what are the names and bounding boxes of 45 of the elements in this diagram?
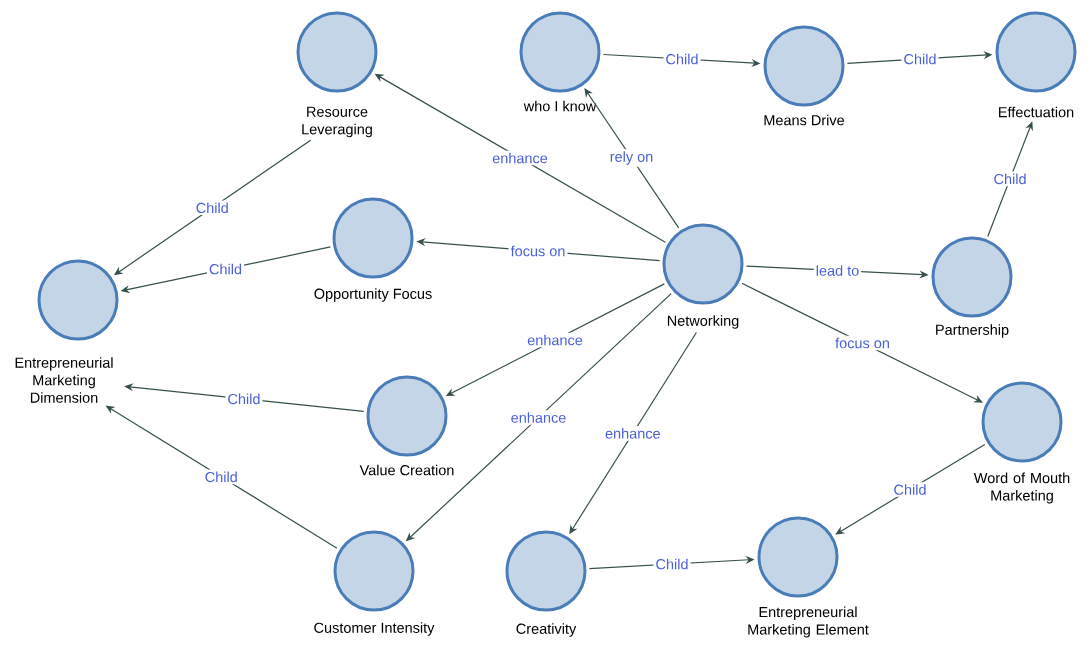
node-label: Value Creation — [359, 464, 454, 476]
arrow — [584, 88, 680, 229]
circle-node: Partnership — [931, 236, 1013, 338]
node-label: Entrepreneurial Marketing Element — [748, 606, 869, 638]
edge-label: Child — [225, 391, 263, 407]
edge-label: enhance — [603, 426, 663, 441]
edge-label: enhance — [525, 332, 585, 348]
edge-label: Child — [901, 51, 939, 67]
node-label: Partnership — [936, 324, 1009, 338]
edge-label: Child — [207, 261, 245, 277]
edge-label: enhance — [508, 410, 569, 425]
circle-node: Means Drive — [763, 25, 845, 126]
node-label: Entrepreneurial Marketing Dimension — [15, 357, 113, 403]
edge-label: Child — [653, 556, 691, 572]
node-label: who I know — [523, 100, 597, 112]
node-label: Word of Mouth Marketing — [973, 472, 1070, 504]
edge-label: lead to — [813, 263, 862, 278]
edge-label: Child — [991, 171, 1029, 187]
node-label: Effectuation — [999, 106, 1074, 118]
node-label: Means Drive — [764, 114, 845, 126]
circle-node: who I know — [519, 11, 601, 112]
circle-node: Word of Mouth Marketing — [973, 381, 1070, 504]
edge-label: Child — [891, 482, 929, 497]
edge-label: Child — [193, 200, 231, 216]
node-label: Customer Intensity — [314, 622, 435, 636]
arrow — [835, 443, 986, 535]
node-label: Creativity — [516, 623, 577, 637]
node-label: Networking — [667, 315, 739, 329]
edge-label: Child — [202, 469, 240, 485]
node-label: Resource Leveraging — [302, 106, 372, 138]
circle-node: Creativity — [505, 530, 587, 637]
node-label: Opportunity Focus — [314, 288, 432, 302]
edge-label: rely on — [607, 149, 656, 167]
circle-node: Entrepreneurial Marketing Dimension — [15, 259, 119, 403]
edge-label: focus on — [833, 335, 892, 351]
edge-label: focus on — [508, 243, 568, 259]
circle-node: Entrepreneurial Marketing Element — [748, 516, 869, 638]
edge-label: Child — [663, 51, 701, 67]
edge-label: enhance — [490, 150, 550, 166]
circle-node: Resource Leveraging — [296, 11, 378, 138]
circle-node: Customer Intensity — [314, 530, 435, 636]
circle-node: Effectuation — [995, 11, 1077, 118]
circle-node: Opportunity Focus — [314, 197, 432, 302]
circle-node: Value Creation — [359, 375, 454, 476]
circle-node: Networking — [662, 223, 744, 329]
